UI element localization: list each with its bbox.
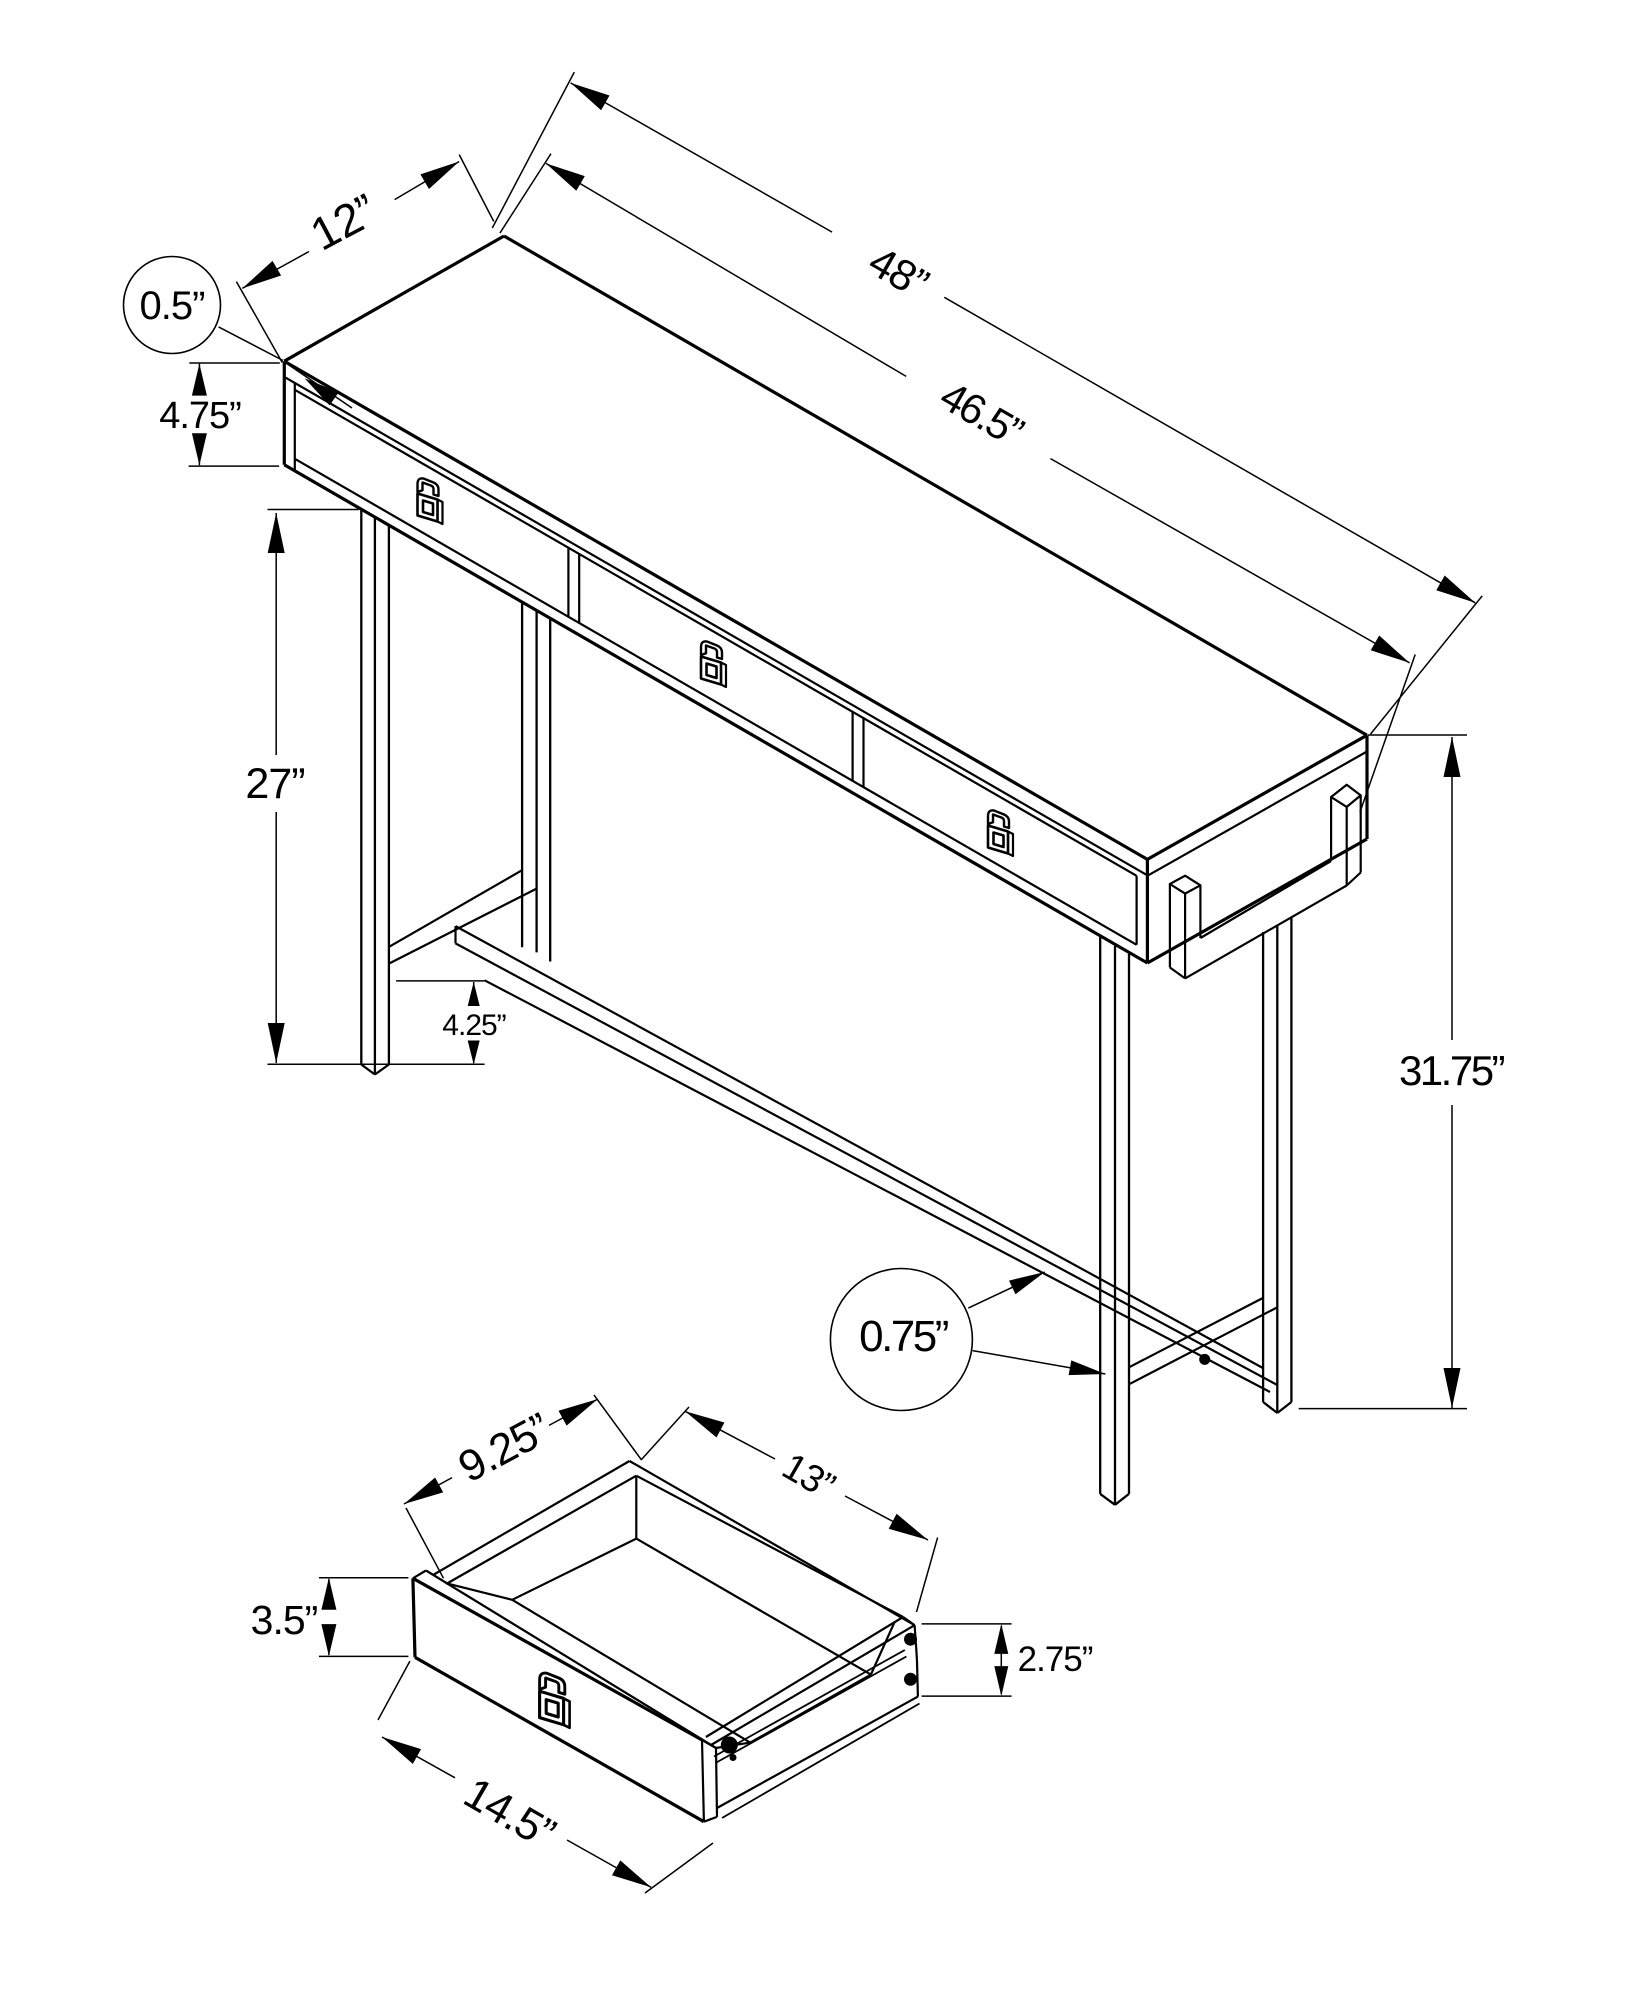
svg-text:4.25”: 4.25” — [442, 1009, 505, 1042]
svg-text:0.5”: 0.5” — [140, 284, 205, 328]
svg-text:2.75”: 2.75” — [1018, 1640, 1093, 1679]
svg-text:31.75”: 31.75” — [1399, 1047, 1505, 1094]
svg-text:3.5”: 3.5” — [251, 1597, 318, 1643]
svg-text:0.75”: 0.75” — [859, 1312, 949, 1361]
svg-text:27”: 27” — [245, 760, 304, 808]
svg-text:4.75”: 4.75” — [159, 395, 241, 437]
